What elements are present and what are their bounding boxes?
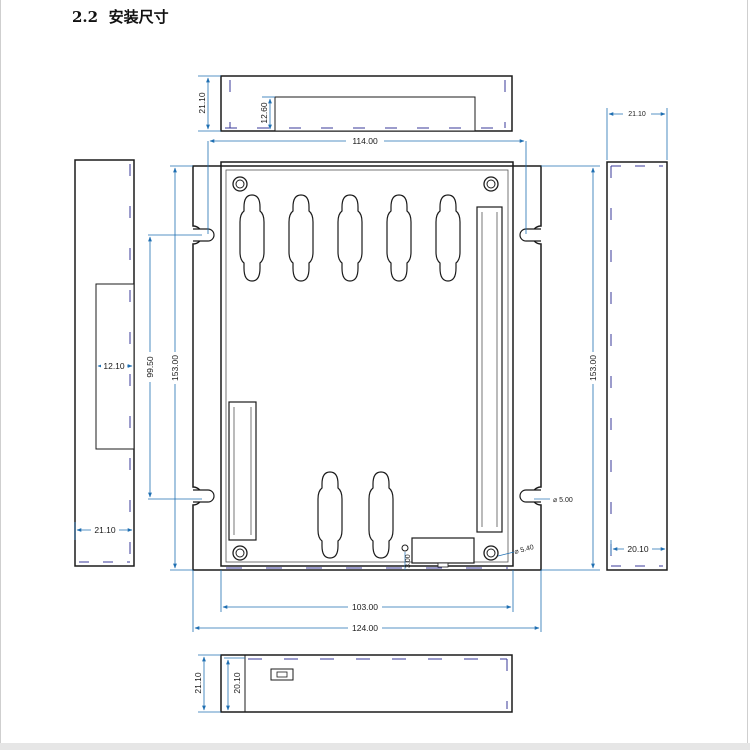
dim-overall-height-right: 153.00 [541, 165, 600, 571]
connector-bottom-1 [317, 471, 343, 559]
connector-top-3 [337, 194, 363, 282]
dim-small-offset-label: 3.00 [405, 554, 412, 568]
connector-top-5 [435, 194, 461, 282]
screw-hole-bottom-right [483, 545, 499, 561]
dim-right-top-width: 21.10 [606, 108, 668, 160]
dim-overall-height-left: 153.00 [169, 165, 193, 571]
right-side-body [606, 161, 668, 571]
dim-top-height: 21.10 [197, 75, 221, 132]
dim-small-offset: 3.00 [404, 552, 412, 570]
screw-hole-bottom-left [232, 545, 248, 561]
section-heading: 2.2 安装尺寸 [72, 6, 169, 27]
bottom-view-body [220, 654, 513, 713]
dim-bottom-height: 21.10 [193, 654, 221, 713]
connector-bottom-2 [368, 471, 394, 559]
dim-hole-diameter-small: ⌀ 5.40 [497, 544, 535, 557]
dim-top-inner-label: 12.60 [259, 102, 269, 124]
right-side-view [606, 161, 668, 571]
section-number: 2.2 [72, 8, 99, 26]
connector-top-4 [386, 194, 412, 282]
dim-bottom-height-label: 21.10 [193, 672, 203, 694]
dim-left-width-label: 21.10 [94, 525, 116, 535]
dim-overall-height-left-label: 153.00 [170, 355, 180, 381]
mount-slot-bottom-left [193, 489, 215, 503]
dim-inner-width: 103.00 [220, 570, 514, 612]
dim-left-connector: 12.10 [97, 360, 133, 371]
dim-right-bottom-width-label: 20.10 [627, 544, 649, 554]
dim-bottom-inner-label: 20.10 [232, 672, 242, 694]
dim-overall-width: 124.00 [192, 570, 542, 633]
mount-slot-top-right [519, 228, 541, 242]
dim-left-connector-label: 12.10 [103, 361, 125, 371]
dim-right-bottom-width: 20.10 [610, 540, 666, 555]
front-view-pcb [225, 169, 509, 563]
bottom-view [220, 654, 513, 713]
dim-overall-height-right-label: 153.00 [588, 355, 598, 381]
dim-top-inner: 12.60 [259, 96, 275, 130]
page-footer-bar [0, 743, 750, 750]
dim-right-top-width-label: 21.10 [628, 111, 646, 118]
dim-left-width: 21.10 [74, 522, 133, 540]
front-view [192, 161, 542, 571]
top-view-inner-step [274, 96, 476, 132]
dim-hole-diameter-small-label: ⌀ 5.40 [514, 544, 535, 556]
mount-slot-bottom-right [519, 489, 541, 503]
connector-top-2 [288, 194, 314, 282]
bottom-terminal-block [411, 537, 475, 564]
screw-hole-top-right [483, 176, 499, 192]
dim-hole-spacing-width: 114.00 [207, 136, 527, 234]
small-hole [401, 544, 409, 552]
left-pin-header [228, 401, 257, 541]
mount-slot-top-left [193, 228, 215, 242]
dim-hole-diameter-large-label: ⌀ 5.00 [553, 497, 573, 504]
screw-hole-top-left [232, 176, 248, 192]
dim-bottom-inner: 20.10 [224, 657, 245, 711]
connector-top-1 [239, 194, 265, 282]
dim-hole-spacing-height-label: 99.50 [145, 356, 155, 378]
dim-hole-diameter-large: ⌀ 5.00 [534, 497, 573, 504]
dim-inner-width-label: 103.00 [352, 602, 378, 612]
section-title: 安装尺寸 [108, 8, 169, 26]
dim-top-height-label: 21.10 [197, 92, 207, 114]
right-pin-header [476, 206, 503, 533]
dim-hole-spacing-width-label: 114.00 [352, 136, 378, 146]
dim-overall-width-label: 124.00 [352, 623, 378, 633]
